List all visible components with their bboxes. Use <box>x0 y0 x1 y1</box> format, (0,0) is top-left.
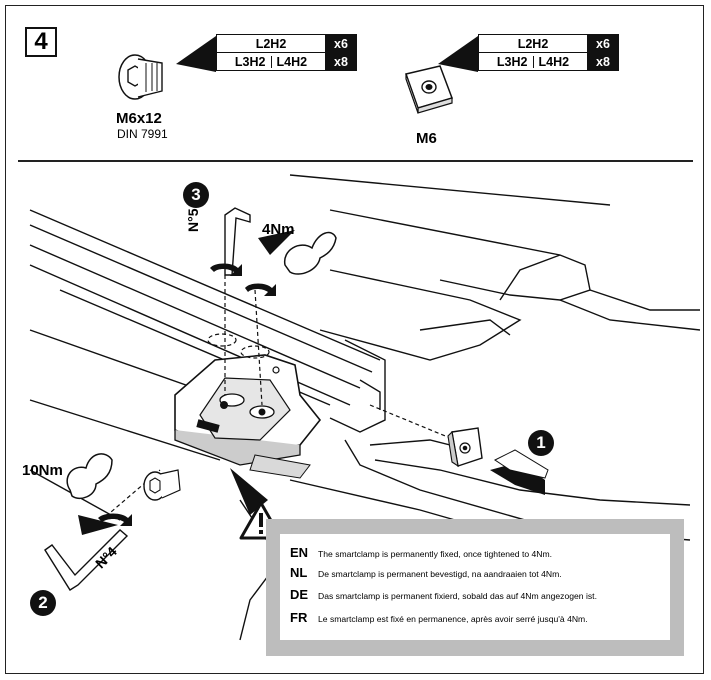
model-label: L3H2 <box>234 54 266 69</box>
notice-row: NL De smartclamp is permanent bevestigd,… <box>290 565 562 580</box>
notice-row: DE Das smartclamp is permanent fixierd, … <box>290 587 597 602</box>
countersunk-screw-icon <box>118 54 163 100</box>
step-badge: 2 <box>30 590 56 616</box>
torque-label: 4Nm <box>262 221 295 238</box>
hex-key-icon <box>224 207 251 276</box>
tool-size-label: N°5 <box>185 208 201 233</box>
insert-arrow-icon <box>490 449 549 495</box>
table-row: L2H2 x6 <box>216 34 357 53</box>
square-nut-icon <box>405 65 453 114</box>
hex-key-icon <box>44 529 129 591</box>
model-label: L4H2 <box>276 54 308 69</box>
pointer-wedge <box>78 515 118 535</box>
step-badge: 1 <box>528 430 554 456</box>
torque-label: 10Nm <box>22 462 63 479</box>
countersunk-screw <box>143 469 181 501</box>
notice-callout: EN The smartclamp is permanently fixed, … <box>266 519 684 656</box>
notice-text: Le smartclamp est fixé en permanence, ap… <box>318 614 588 624</box>
language-code: EN <box>290 545 309 560</box>
square-nut <box>447 427 483 468</box>
flexed-arm-icon <box>66 231 337 500</box>
pointer-wedge <box>438 36 478 72</box>
notice-text: De smartclamp is permanent bevestigd, na… <box>318 569 562 579</box>
page-frame <box>5 5 704 674</box>
rotation-arrow-icon <box>98 263 276 526</box>
step-number: 4 <box>25 27 57 57</box>
step-badge: 3 <box>183 182 209 208</box>
pointer-wedge <box>258 230 295 255</box>
language-code: FR <box>290 610 308 625</box>
pointer-wedge <box>230 468 268 515</box>
notice-text: Das smartclamp is permanent fixierd, sob… <box>318 591 597 601</box>
language-code: NL <box>290 565 308 580</box>
pointer-wedge <box>176 36 216 72</box>
model-label: L3H2 <box>496 54 528 69</box>
part-name-screw: M6x12 <box>116 110 162 127</box>
smartclamp <box>174 354 322 479</box>
part-name-nut: M6 <box>416 130 437 147</box>
quantity-badge: x8 <box>325 52 357 71</box>
model-label: L4H2 <box>538 54 570 69</box>
section-divider <box>18 160 693 162</box>
language-code: DE <box>290 587 309 602</box>
notice-box: EN The smartclamp is permanently fixed, … <box>280 534 670 640</box>
part-standard: DIN 7991 <box>117 127 168 141</box>
table-row: L3H2 L4H2 x8 <box>216 52 357 71</box>
table-row: L3H2 L4H2 x8 <box>478 52 619 71</box>
notice-row: FR Le smartclamp est fixé en permanence,… <box>290 610 588 625</box>
quantity-badge: x6 <box>587 34 619 53</box>
quantity-badge: x6 <box>325 34 357 53</box>
qty-table-screw: L2H2 x6 L3H2 L4H2 x8 <box>216 34 357 71</box>
notice-row: EN The smartclamp is permanently fixed, … <box>290 545 552 560</box>
notice-text: The smartclamp is permanently fixed, onc… <box>318 549 553 559</box>
quantity-badge: x8 <box>587 52 619 71</box>
